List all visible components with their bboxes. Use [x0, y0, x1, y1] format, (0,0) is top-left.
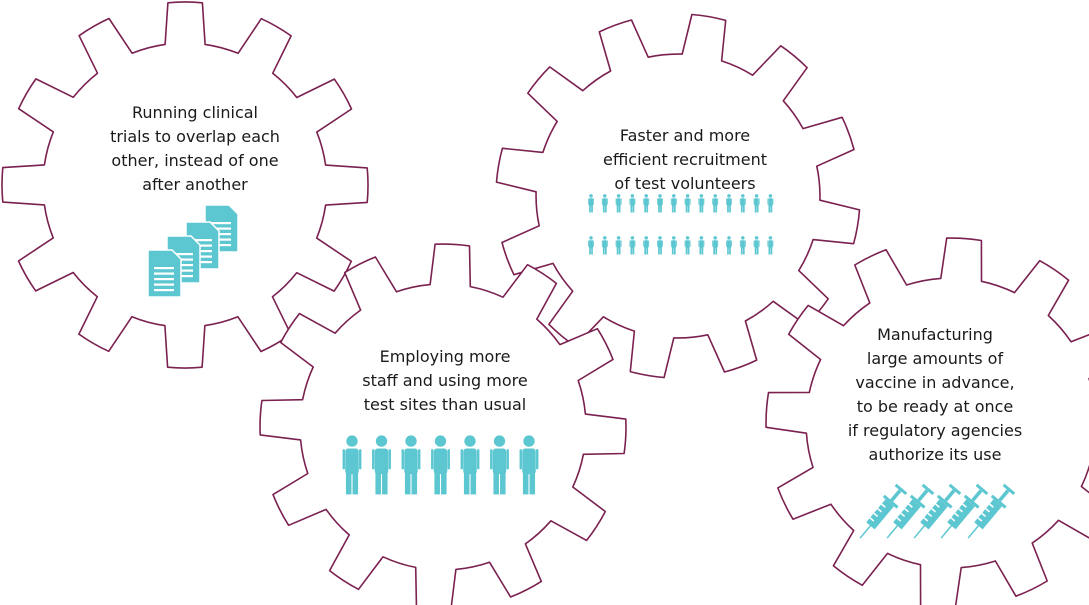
staff-person-icon: [431, 435, 450, 495]
gear-text-line: vaccine in advance,: [855, 373, 1015, 392]
volunteer-icon: [629, 194, 636, 213]
volunteer-icon: [643, 236, 650, 255]
volunteer-icon: [657, 194, 663, 213]
volunteer-icon: [739, 236, 746, 255]
volunteer-icon: [712, 236, 719, 255]
volunteer-icon: [670, 194, 677, 213]
gear-text-line: Faster and more: [619, 126, 751, 145]
staff-person-icon: [519, 435, 539, 495]
syringe-icon: [940, 483, 989, 539]
gear-text-line: after another: [142, 175, 248, 194]
volunteer-icon: [726, 236, 732, 255]
volunteer-icon: [767, 236, 774, 255]
gear-text-line: Running clinical: [132, 103, 258, 122]
gear-text-line: authorize its use: [868, 445, 1002, 464]
volunteer-icon: [726, 194, 732, 213]
volunteer-icon: [629, 236, 636, 255]
volunteers-crowd-icon: [588, 194, 774, 255]
volunteer-icon: [615, 236, 622, 255]
volunteer-icon: [588, 194, 594, 213]
gear-text-line: trials to overlap each: [110, 127, 280, 146]
volunteer-icon: [670, 236, 677, 255]
gear-text-line: efficient recruitment: [602, 150, 768, 169]
gear-text-more-staff-sites: Employing more staff and using more test…: [335, 345, 555, 417]
volunteer-icon: [698, 194, 705, 213]
gear-text-line: other, instead of one: [111, 151, 279, 170]
gear-text-line: staff and using more: [362, 371, 528, 390]
gear-text-advance-manufacturing: Manufacturing large amounts of vaccine i…: [820, 323, 1050, 467]
document-icon: [147, 249, 182, 298]
staff-person-icon: [490, 435, 509, 495]
syringe-icon: [913, 483, 962, 539]
volunteer-icon: [712, 194, 719, 213]
volunteer-icon: [739, 194, 746, 213]
volunteer-icon: [657, 236, 663, 255]
volunteer-icon: [753, 236, 760, 255]
volunteer-icon: [601, 236, 608, 255]
gear-text-line: Manufacturing: [877, 325, 993, 344]
gear-text-line: of test volunteers: [614, 174, 756, 193]
staff-person-icon: [342, 435, 362, 495]
volunteer-icon: [767, 194, 774, 213]
staff-person-icon: [372, 435, 391, 495]
volunteer-icon: [753, 194, 760, 213]
gear-text-line: to be ready at once: [856, 397, 1014, 416]
gear-overlapping-trials: [1, 1, 369, 369]
gear-text-overlapping-trials: Running clinical trials to overlap each …: [90, 101, 300, 197]
gear-text-line: Employing more: [379, 347, 511, 366]
gear-text-line: test sites than usual: [363, 395, 527, 414]
volunteer-icon: [643, 194, 650, 213]
syringe-icon: [967, 483, 1016, 539]
syringes-icon: [859, 483, 1016, 539]
gear-advance-manufacturing: [765, 237, 1089, 605]
staff-person-icon: [460, 435, 480, 495]
volunteer-icon: [615, 194, 622, 213]
gear-faster-recruitment: [495, 13, 861, 379]
volunteer-icon: [684, 236, 691, 255]
staff-person-icon: [401, 435, 421, 495]
document-stack-icon: [147, 204, 239, 298]
syringe-icon: [859, 483, 908, 539]
volunteer-icon: [601, 194, 608, 213]
volunteer-icon: [684, 194, 691, 213]
syringe-icon: [886, 483, 935, 539]
gear-text-line: if regulatory agencies: [847, 421, 1023, 440]
gear-more-staff-sites: [259, 243, 627, 605]
gear-text-faster-recruitment: Faster and more efficient recruitment of…: [575, 124, 795, 196]
gear-text-line: large amounts of: [866, 349, 1004, 368]
volunteer-icon: [698, 236, 705, 255]
volunteer-icon: [588, 236, 594, 255]
staff-people-icon: [342, 435, 539, 495]
